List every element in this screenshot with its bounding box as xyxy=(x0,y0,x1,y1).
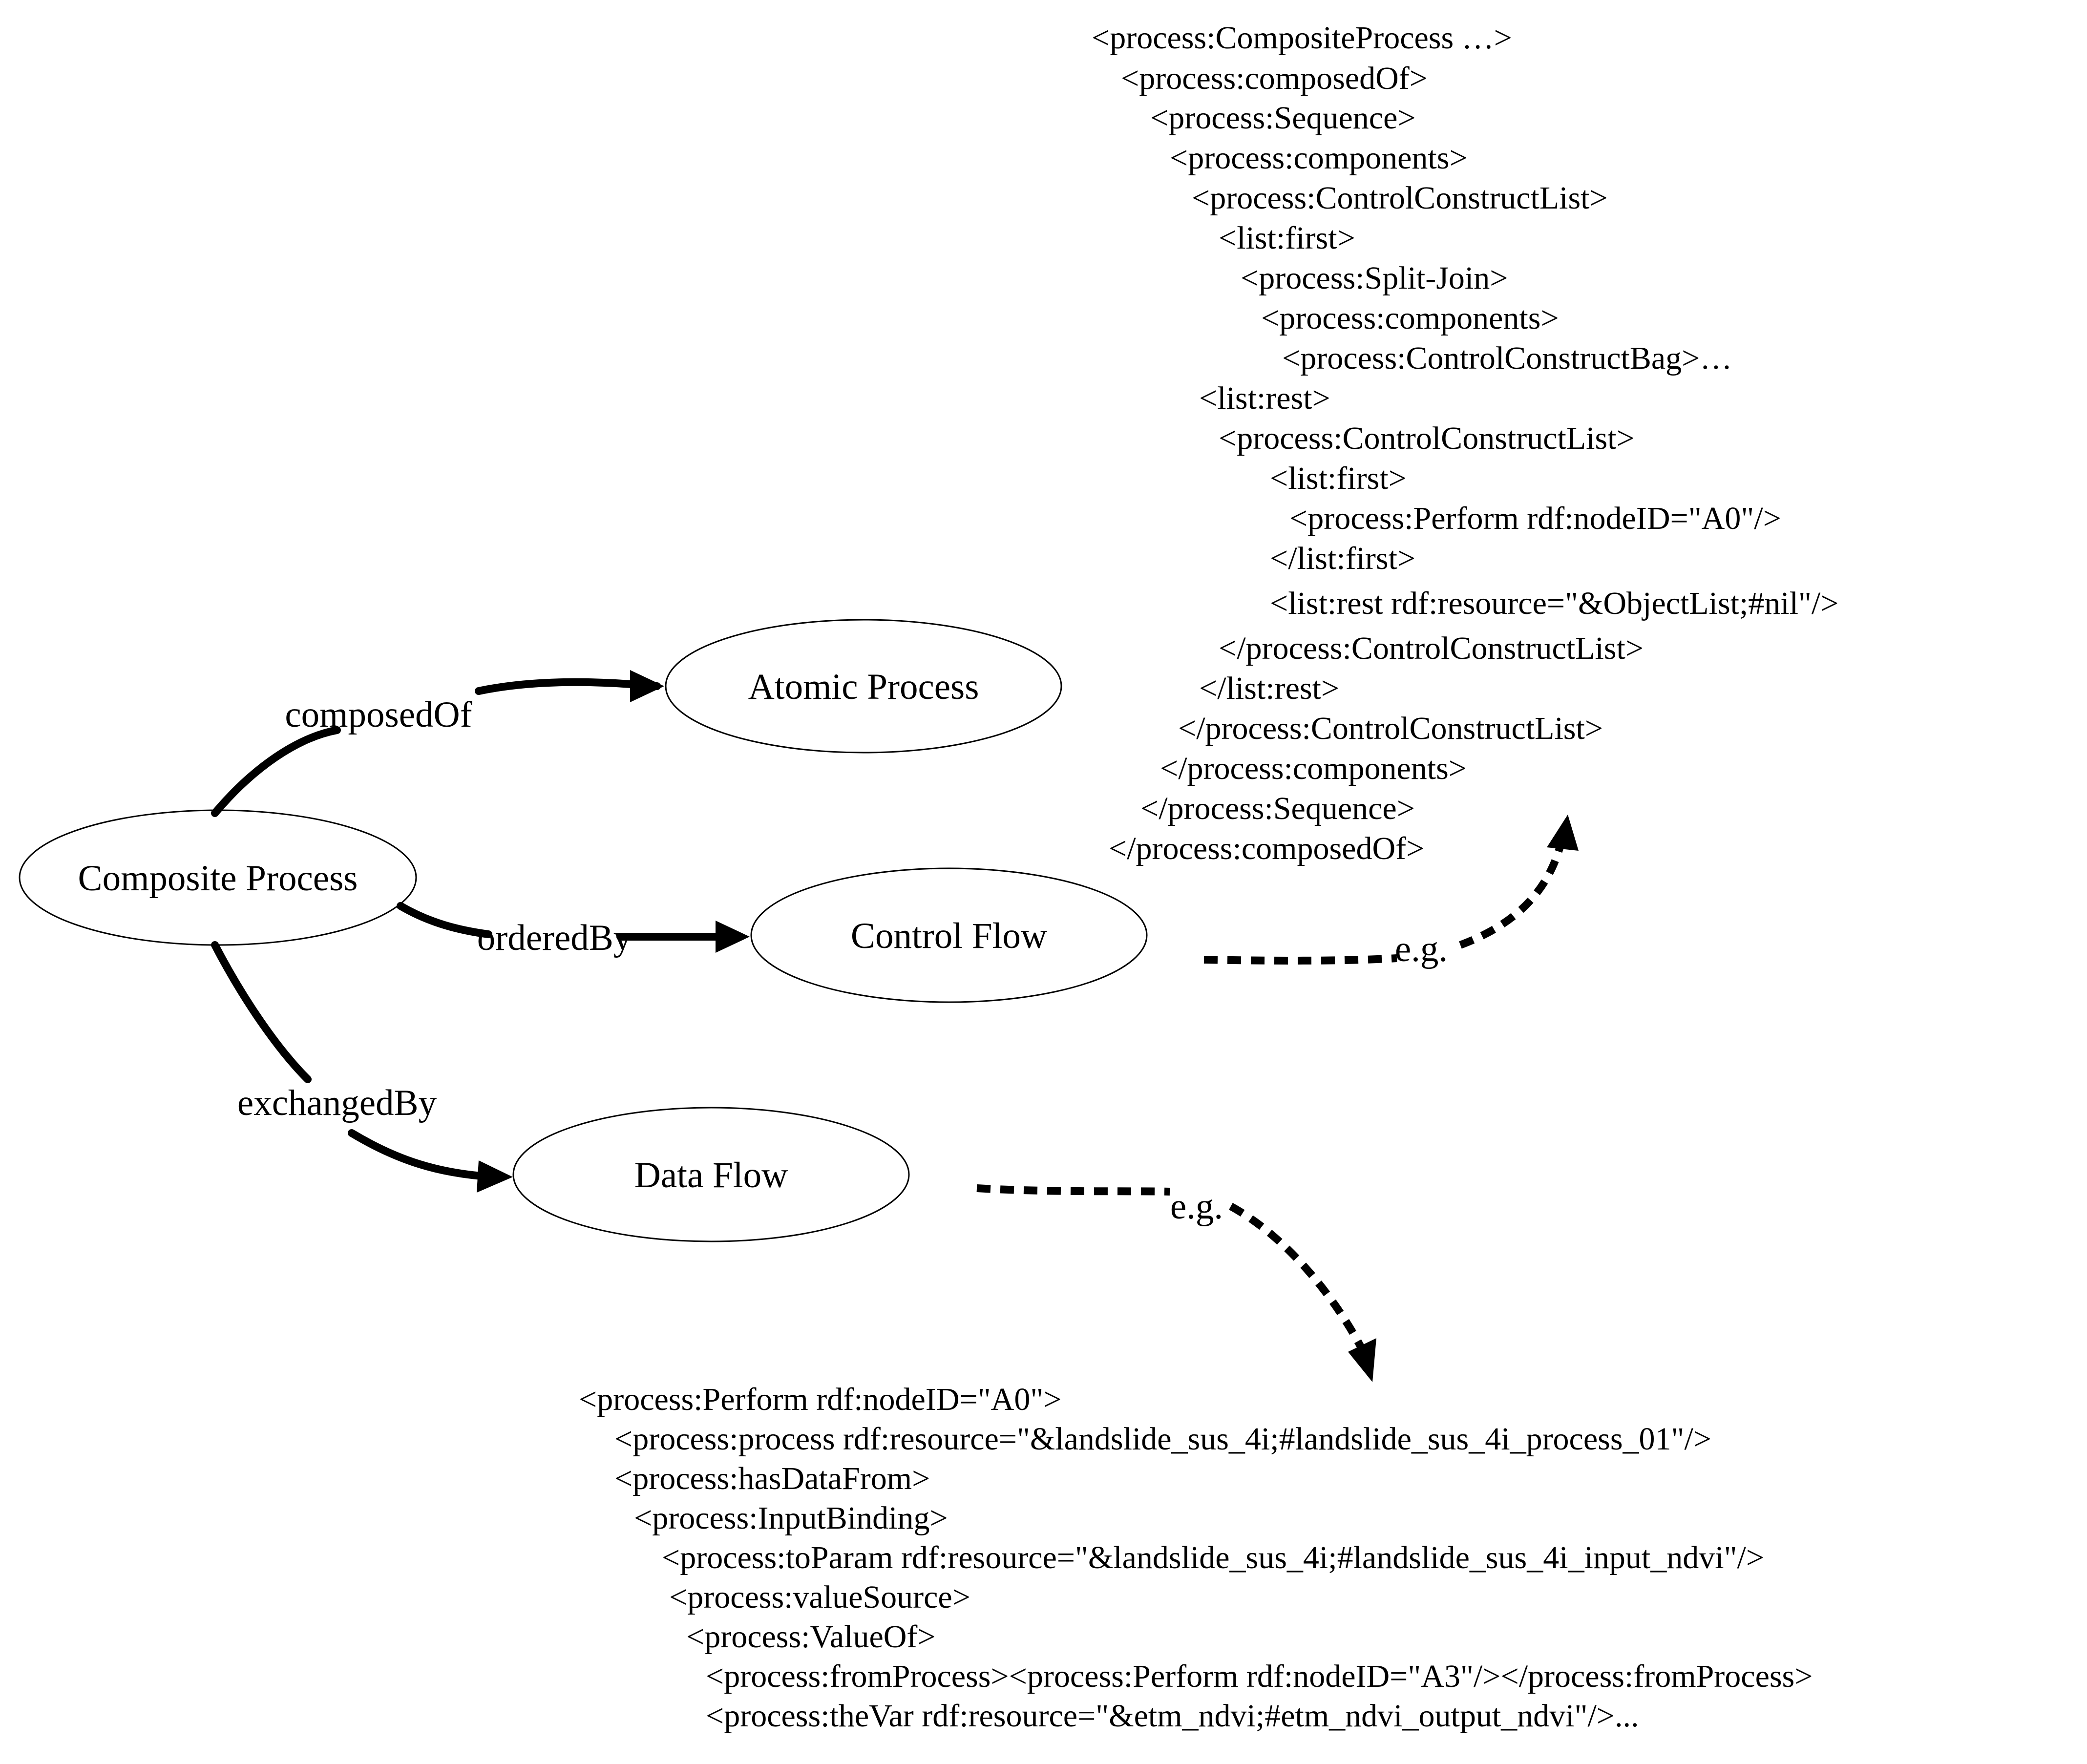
code-line: </process:ControlConstructList> xyxy=(1178,711,1603,746)
code-line: <process:theVar rdf:resource="&etm_ndvi;… xyxy=(706,1698,1639,1734)
code-line: </list:first> xyxy=(1270,541,1416,576)
edge-label-composed-of: composedOf xyxy=(285,694,472,735)
code-line: <process:Perform rdf:nodeID="A0"> xyxy=(579,1382,1062,1417)
code-line: <process:toParam rdf:resource="&landslid… xyxy=(662,1540,1765,1575)
connector-data-example xyxy=(976,1184,1367,1352)
code-line: <process:fromProcess><process:Perform rd… xyxy=(706,1659,1813,1694)
edge-label-ordered-by: orderedBy xyxy=(477,918,632,958)
connector-label-data-example: e.g. xyxy=(1170,1186,1223,1227)
edge-exchanged-by-arrowhead xyxy=(477,1160,513,1193)
node-data-flow-label: Data Flow xyxy=(634,1155,788,1196)
node-control-flow: Control Flow xyxy=(750,867,1148,1003)
code-line: <process:InputBinding> xyxy=(634,1500,948,1536)
edge-ordered-by xyxy=(397,902,722,941)
code-line: <process:ControlConstructBag>… xyxy=(1282,340,1732,376)
edge-exchanged-by xyxy=(211,941,485,1180)
edge-label-exchanged-by: exchangedBy xyxy=(237,1083,437,1123)
code-line: <list:first> xyxy=(1270,461,1407,496)
node-composite-process-label: Composite Process xyxy=(78,858,358,899)
code-line: <process:process rdf:resource="&landslid… xyxy=(614,1421,1711,1457)
code-line: <process:components> xyxy=(1261,300,1559,336)
code-line: <list:first> xyxy=(1219,220,1355,256)
node-atomic-process-label: Atomic Process xyxy=(748,667,979,707)
code-line: <process:ValueOf> xyxy=(686,1619,936,1655)
node-atomic-process: Atomic Process xyxy=(665,619,1062,754)
code-line: </process:composedOf> xyxy=(1109,831,1425,866)
code-line: <list:rest> xyxy=(1199,380,1330,416)
code-line: <process:composedOf> xyxy=(1121,61,1428,96)
code-line: </process:ControlConstructList> xyxy=(1219,630,1644,666)
code-line: <process:ControlConstructList> xyxy=(1192,180,1608,216)
code-line: <process:Perform rdf:nodeID="A0"/> xyxy=(1289,501,1781,536)
code-line: <process:CompositeProcess …> xyxy=(1092,20,1512,56)
connector-control-example-arrowhead xyxy=(1547,815,1579,851)
code-line: </list:rest> xyxy=(1199,671,1340,706)
code-line: <process:valueSource> xyxy=(669,1579,970,1615)
code-line: <process:Sequence> xyxy=(1150,100,1416,136)
code-line: </process:components> xyxy=(1160,751,1467,786)
connector-label-control-example: e.g. xyxy=(1395,929,1448,969)
code-line: <process:hasDataFrom> xyxy=(614,1461,930,1496)
code-line: <process:Split-Join> xyxy=(1241,260,1508,296)
node-composite-process: Composite Process xyxy=(19,809,417,946)
node-data-flow: Data Flow xyxy=(512,1107,910,1242)
edge-composed-of-arrowhead xyxy=(630,670,664,702)
connector-data-example-arrowhead xyxy=(1348,1338,1376,1382)
code-line: </process:Sequence> xyxy=(1140,791,1415,826)
code-line: <process:components> xyxy=(1170,140,1468,176)
connector-control-example xyxy=(1203,843,1564,965)
code-line: <process:ControlConstructList> xyxy=(1219,420,1635,456)
edge-ordered-by-arrowhead xyxy=(716,921,750,953)
code-line: <list:rest rdf:resource="&ObjectList;#ni… xyxy=(1270,586,1839,621)
node-control-flow-label: Control Flow xyxy=(851,916,1047,956)
